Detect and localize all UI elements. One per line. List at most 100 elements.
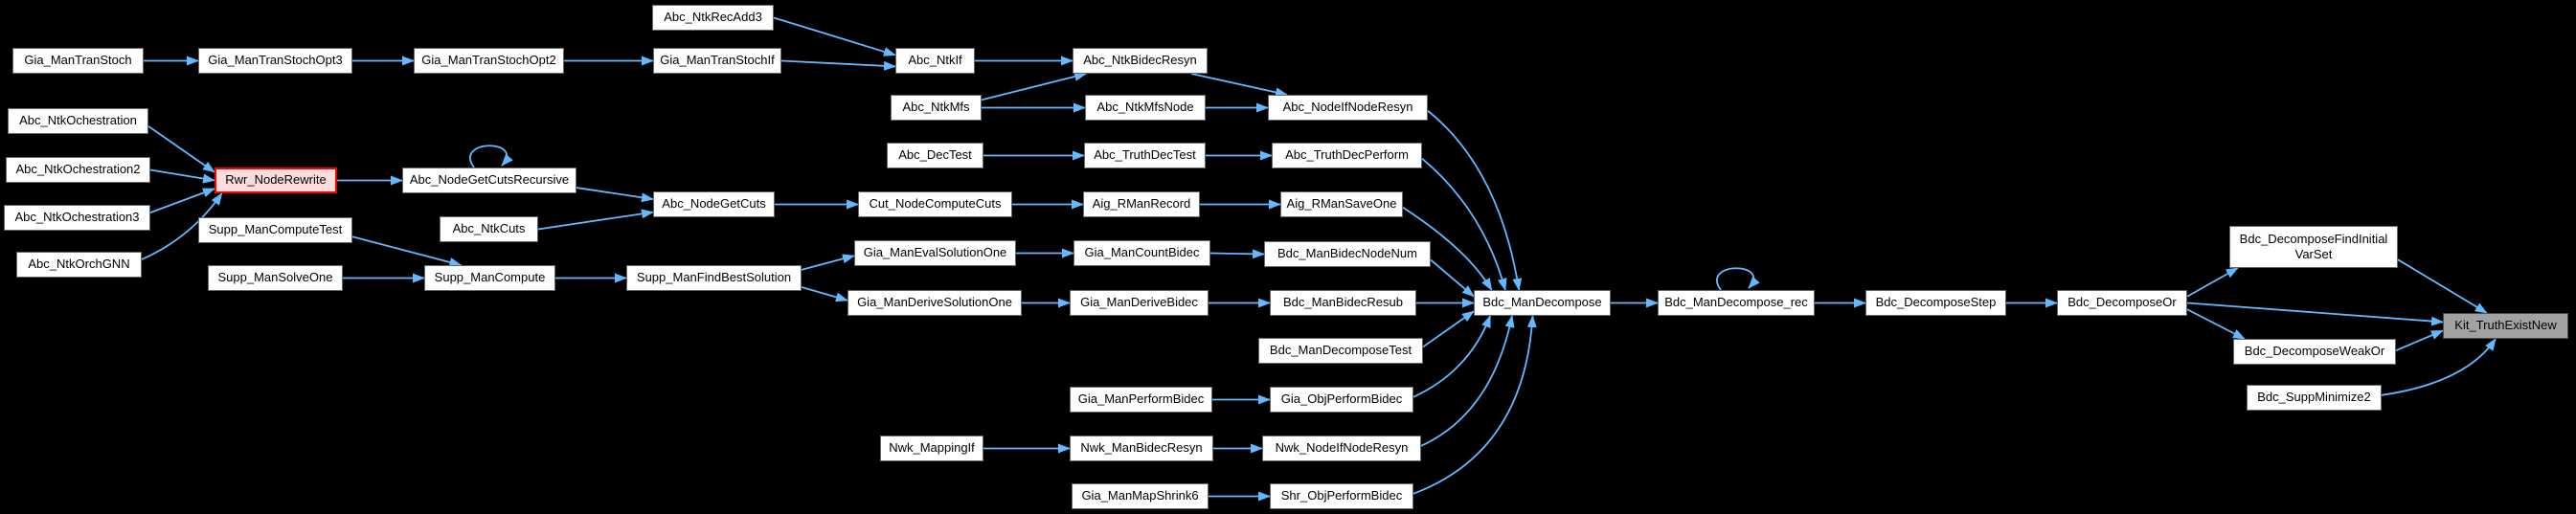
node-label: Supp_ManCompute xyxy=(434,270,546,285)
node-Abc_NtkCuts[interactable]: Abc_NtkCuts xyxy=(440,216,538,242)
node-label: Gia_ObjPerformBidec xyxy=(1280,391,1403,407)
edge-computetest-mancompute xyxy=(351,235,463,267)
node-Abc_NtkOrchGNN[interactable]: Abc_NtkOrchGNN xyxy=(16,252,142,278)
node-Abc_NtkRecAdd3[interactable]: Abc_NtkRecAdd3 xyxy=(652,5,774,31)
node-Gia_ManPerformBidec[interactable]: Gia_ManPerformBidec xyxy=(1070,387,1212,413)
edge-mandecomposerec-self xyxy=(1716,267,1760,291)
node-Gia_ManEvalSolutionOne[interactable]: Gia_ManEvalSolutionOne xyxy=(854,240,1016,266)
edge-truthdecperform-mandecompose xyxy=(1421,158,1507,291)
node-Bdc_ManDecompose_rec[interactable]: Bdc_ManDecompose_rec xyxy=(1658,290,1815,316)
node-label: Bdc_ManDecomposeTest xyxy=(1269,343,1412,358)
node-label: Abc_NtkMfsNode xyxy=(1096,100,1194,115)
node-label: Gia_ManTranStoch xyxy=(24,53,132,68)
node-Gia_ManTranStochOpt3[interactable]: Gia_ManTranStochOpt3 xyxy=(198,48,352,74)
node-label: Bdc_ManDecompose_rec xyxy=(1664,295,1808,310)
node-Bdc_ManDecompose[interactable]: Bdc_ManDecompose xyxy=(1474,290,1611,316)
node-Abc_NtkIf[interactable]: Abc_NtkIf xyxy=(895,48,975,74)
node-Abc_NodeGetCutsRecursive[interactable]: Abc_NodeGetCutsRecursive xyxy=(402,168,576,193)
edge-findbest-evalsol xyxy=(801,254,855,271)
node-label: Supp_ManSolveOne xyxy=(217,270,333,285)
node-label: Gia_ManCountBidec xyxy=(1084,245,1200,260)
node-Gia_ManTranStochOpt2[interactable]: Gia_ManTranStochOpt2 xyxy=(414,48,564,74)
node-label: Abc_NtkOrchGNN xyxy=(28,257,130,272)
node-label: Abc_TruthDecTest xyxy=(1094,147,1196,163)
node-Gia_ManDeriveSolutionOne[interactable]: Gia_ManDeriveSolutionOne xyxy=(847,290,1022,316)
node-Abc_DecTest[interactable]: Abc_DecTest xyxy=(887,143,983,168)
edge-weakor-kit xyxy=(2395,329,2444,351)
edge-recadd3-ntkif xyxy=(773,16,896,56)
node-Supp_ManFindBestSolution[interactable]: Supp_ManFindBestSolution xyxy=(626,265,802,291)
node-Kit_TruthExistNew[interactable]: Kit_TruthExistNew xyxy=(2443,313,2568,339)
node-Abc_NtkMfsNode[interactable]: Abc_NtkMfsNode xyxy=(1085,95,1206,121)
node-Bdc_DecomposeOr[interactable]: Bdc_DecomposeOr xyxy=(2057,290,2187,316)
node-label: Aig_RManRecord xyxy=(1092,196,1191,212)
node-label: Bdc_SuppMinimize2 xyxy=(2257,390,2371,405)
edge-ochestration2-rwr xyxy=(149,168,215,184)
node-label: Rwr_NodeRewrite xyxy=(225,172,327,188)
node-label: Supp_ManComputeTest xyxy=(208,222,343,237)
node-label: Bdc_DecomposeOr xyxy=(2068,295,2177,310)
edge-getcutsrec-getcuts xyxy=(576,187,654,203)
node-Aig_RManSaveOne[interactable]: Aig_RManSaveOne xyxy=(1280,191,1403,217)
node-label: Abc_TruthDecPerform xyxy=(1285,147,1409,163)
node-label: Gia_ManTranStochIf xyxy=(660,53,775,68)
node-Bdc_SuppMinimize2[interactable]: Bdc_SuppMinimize2 xyxy=(2247,385,2382,411)
node-Bdc_ManBidecNodeNum[interactable]: Bdc_ManBidecNodeNum xyxy=(1264,241,1431,267)
node-label: Gia_ManMapShrink6 xyxy=(1081,488,1199,503)
node-label: Abc_NodeGetCuts xyxy=(662,196,766,212)
edge-rmansaveone-mandecompose xyxy=(1402,206,1493,291)
node-Gia_ManMapShrink6[interactable]: Gia_ManMapShrink6 xyxy=(1072,483,1209,509)
node-label: Nwk_NodeIfNodeResyn xyxy=(1275,440,1409,456)
node-Nwk_MappingIf[interactable]: Nwk_MappingIf xyxy=(880,436,983,461)
edge-shrobj-mandecompose xyxy=(1412,315,1537,495)
edge-orchgnn-rwr xyxy=(141,192,223,260)
edge-bidecresyn-nodeifnoderesyn xyxy=(1190,73,1289,98)
node-Supp_ManCompute[interactable]: Supp_ManCompute xyxy=(424,265,555,291)
node-label: Bdc_DecomposeStep xyxy=(1875,295,1997,310)
node-label: Bdc_DecomposeFindInitial xyxy=(2239,231,2388,246)
node-Abc_NtkOchestration[interactable]: Abc_NtkOchestration xyxy=(8,108,148,134)
node-label: Bdc_ManBidecNodeNum xyxy=(1277,246,1417,261)
node-Supp_ManComputeTest[interactable]: Supp_ManComputeTest xyxy=(198,217,352,243)
node-Abc_TruthDecPerform[interactable]: Abc_TruthDecPerform xyxy=(1272,143,1422,168)
node-Abc_NtkOchestration3[interactable]: Abc_NtkOchestration3 xyxy=(4,205,150,231)
node-label: Abc_NtkOchestration xyxy=(19,113,137,128)
edge-findbest-derivesol xyxy=(801,286,848,302)
node-Abc_NtkMfs[interactable]: Abc_NtkMfs xyxy=(891,95,982,121)
node-Aig_RManRecord[interactable]: Aig_RManRecord xyxy=(1083,191,1200,217)
node-Gia_ManCountBidec[interactable]: Gia_ManCountBidec xyxy=(1073,240,1210,266)
node-Cut_NodeComputeCuts[interactable]: Cut_NodeComputeCuts xyxy=(858,191,1012,217)
node-Gia_ManTranStochIf[interactable]: Gia_ManTranStochIf xyxy=(653,48,781,74)
node-Gia_ManTranStoch[interactable]: Gia_ManTranStoch xyxy=(12,48,144,74)
node-Bdc_ManDecomposeTest[interactable]: Bdc_ManDecomposeTest xyxy=(1258,338,1423,364)
edge-ntkcuts-getcuts xyxy=(537,209,654,231)
node-Gia_ObjPerformBidec[interactable]: Gia_ObjPerformBidec xyxy=(1270,387,1413,413)
node-Bdc_ManBidecResub[interactable]: Bdc_ManBidecResub xyxy=(1270,290,1416,316)
node-label: Aig_RManSaveOne xyxy=(1286,196,1397,212)
node-Nwk_NodeIfNodeResyn[interactable]: Nwk_NodeIfNodeResyn xyxy=(1262,436,1421,461)
node-Abc_NodeGetCuts[interactable]: Abc_NodeGetCuts xyxy=(653,191,775,217)
edge-findinitial-kit xyxy=(2397,258,2488,314)
node-Abc_NodeIfNodeResyn[interactable]: Abc_NodeIfNodeResyn xyxy=(1268,95,1428,121)
edge-countbidec-bidecnodenum xyxy=(1209,249,1265,259)
node-label: Bdc_ManBidecResub xyxy=(1282,295,1404,310)
edge-decomposetest-mandecompose xyxy=(1422,310,1475,348)
node-label: Abc_NodeIfNodeResyn xyxy=(1282,100,1413,115)
node-Nwk_ManBidecResyn[interactable]: Nwk_ManBidecResyn xyxy=(1070,436,1213,461)
node-Gia_ManDeriveBidec[interactable]: Gia_ManDeriveBidec xyxy=(1070,290,1209,316)
node-Abc_NtkOchestration2[interactable]: Abc_NtkOchestration2 xyxy=(6,157,150,183)
node-Bdc_DecomposeStep[interactable]: Bdc_DecomposeStep xyxy=(1865,290,2006,316)
node-Abc_TruthDecTest[interactable]: Abc_TruthDecTest xyxy=(1084,143,1206,168)
node-label: Abc_NodeGetCutsRecursive xyxy=(409,172,570,188)
node-label: Nwk_ManBidecResyn xyxy=(1080,440,1203,456)
node-Shr_ObjPerformBidec[interactable]: Shr_ObjPerformBidec xyxy=(1270,483,1413,509)
node-Bdc_DecomposeWeakOr[interactable]: Bdc_DecomposeWeakOr xyxy=(2233,339,2396,365)
edge-suppminimize2-kit xyxy=(2381,338,2497,396)
node-label: Bdc_ManDecompose xyxy=(1482,295,1602,310)
node-Rwr_NodeRewrite[interactable]: Rwr_NodeRewrite xyxy=(215,168,337,193)
node-Supp_ManSolveOne[interactable]: Supp_ManSolveOne xyxy=(208,265,343,291)
node-Abc_NtkBidecResyn[interactable]: Abc_NtkBidecResyn xyxy=(1073,48,1208,74)
